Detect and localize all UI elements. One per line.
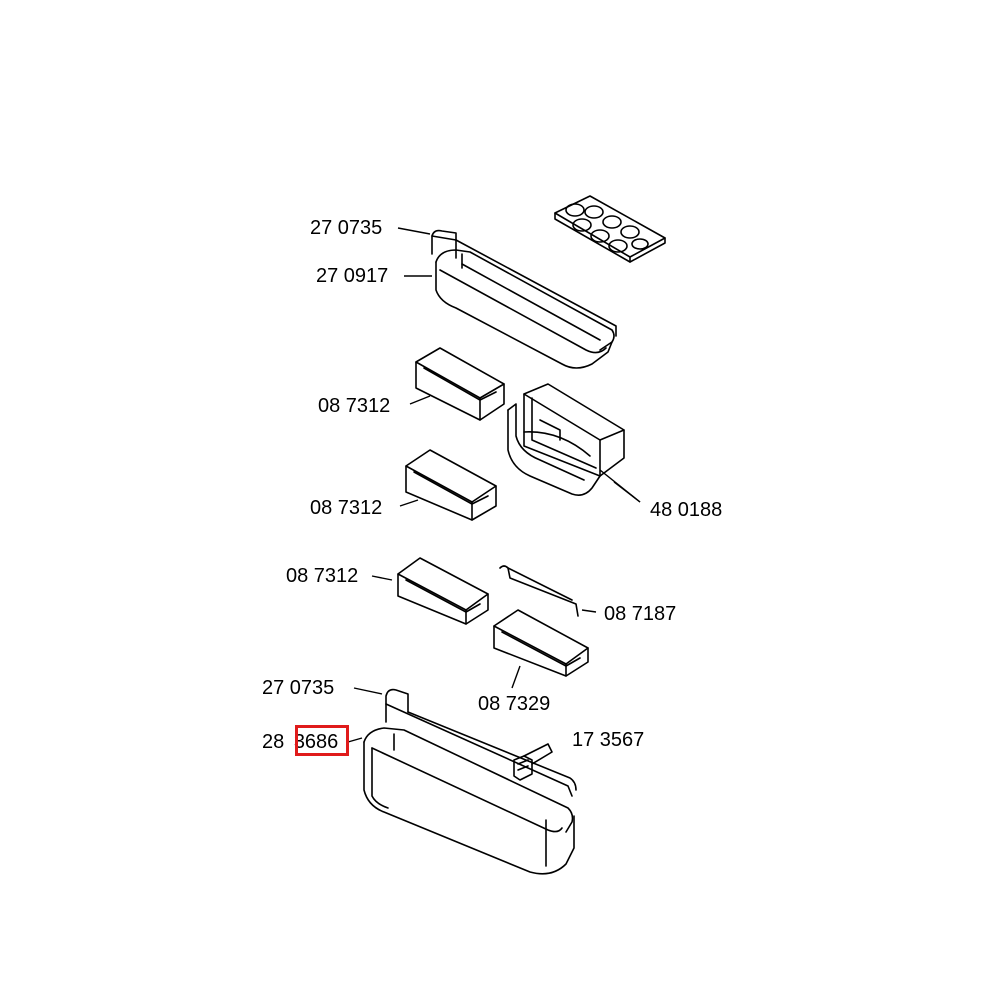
- small-bin-2: [405, 449, 497, 521]
- part-label-4: 08 7312: [310, 497, 383, 519]
- part-label-7: 08 7187: [604, 603, 677, 625]
- part-label-11: 17 3567: [572, 729, 645, 751]
- bottom-rail: [385, 688, 577, 797]
- divider-wire: [499, 565, 579, 617]
- box-with-lid: [507, 383, 625, 496]
- leader-lines: [347, 227, 641, 743]
- part-label-10: 28 3686: [262, 730, 338, 754]
- part-label-8: 08 7329: [478, 693, 551, 715]
- clip-part: [513, 743, 553, 781]
- part-label-10-prefix: 28: [262, 731, 285, 753]
- small-bin-3: [397, 557, 489, 625]
- highlight-box: [295, 725, 349, 756]
- part-label-2: 27 0917: [316, 265, 389, 287]
- part-label-5: 48 0188: [650, 499, 723, 521]
- part-label-6: 08 7312: [286, 565, 359, 587]
- part-label-1: 27 0735: [310, 217, 383, 239]
- egg-tray: [554, 195, 666, 263]
- small-bin-1: [415, 347, 505, 421]
- part-label-3: 08 7312: [318, 395, 391, 417]
- small-bin-4: [493, 609, 589, 677]
- part-label-9: 27 0735: [262, 677, 335, 699]
- top-rail: [431, 229, 617, 337]
- part-label-10-number: 3686: [293, 731, 339, 753]
- top-shelf: [435, 249, 615, 369]
- bottom-shelf: [363, 727, 575, 875]
